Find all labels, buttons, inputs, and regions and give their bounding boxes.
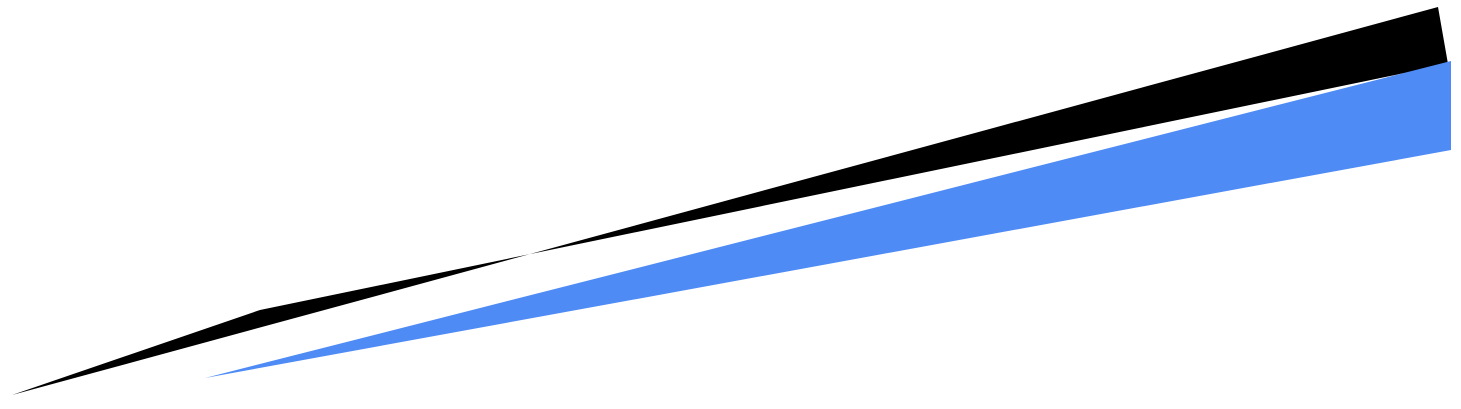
- blue-sliver-shape: [205, 61, 1451, 378]
- black-sliver-shape: [12, 7, 1448, 395]
